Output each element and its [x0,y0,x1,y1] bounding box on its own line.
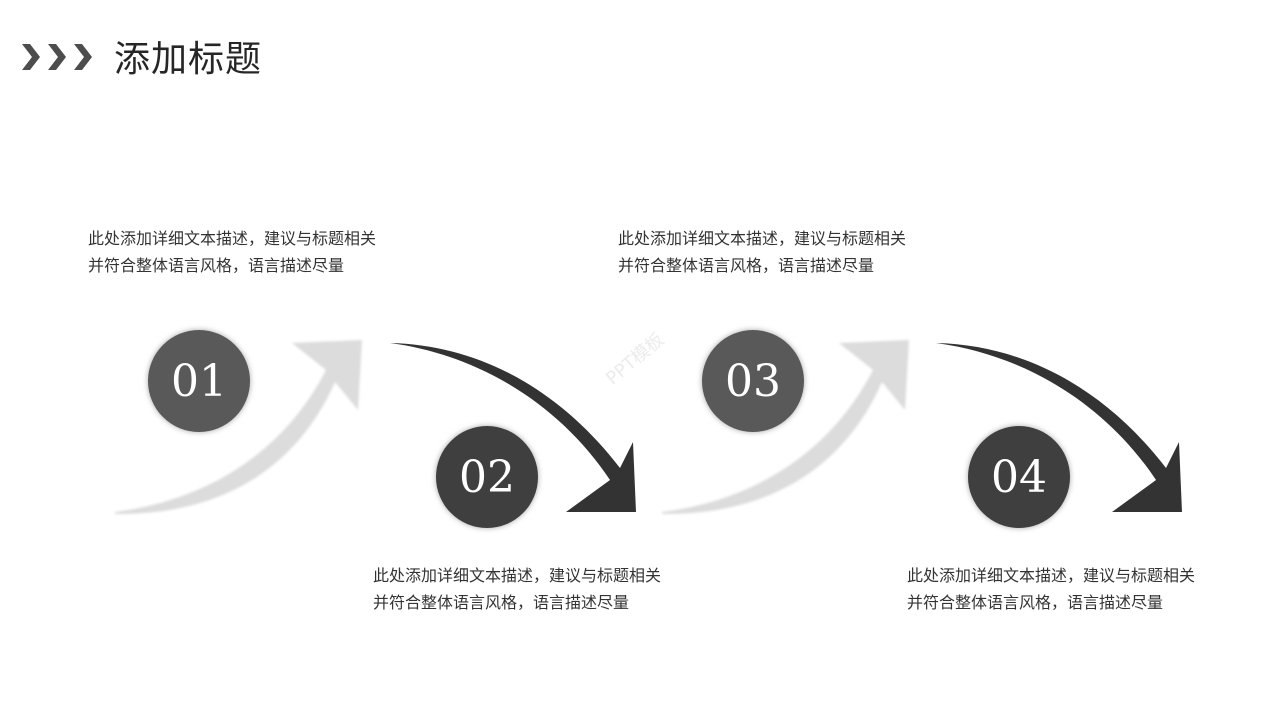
up-arrow-icon [115,340,362,515]
step-2-badge: 02 [436,426,538,528]
step-3-description: 此处添加详细文本描述，建议与标题相关并符合整体语言风格，语言描述尽量 [618,229,907,275]
down-arrow-icon [390,343,636,512]
triple-chevron-icon [22,44,92,70]
step-4-description: 此处添加详细文本描述，建议与标题相关并符合整体语言风格，语言描述尽量 [907,566,1196,612]
step-1-badge: 01 [148,330,250,432]
step-3-badge: 03 [702,330,804,432]
page-title: 添加标题 [114,39,263,80]
step-2-description: 此处添加详细文本描述，建议与标题相关并符合整体语言风格，语言描述尽量 [373,566,662,612]
step-4-badge: 04 [968,426,1070,528]
up-arrow-icon [662,340,909,515]
down-arrow-icon [936,343,1182,512]
step-1-description: 此处添加详细文本描述，建议与标题相关并符合整体语言风格，语言描述尽量 [88,229,377,275]
